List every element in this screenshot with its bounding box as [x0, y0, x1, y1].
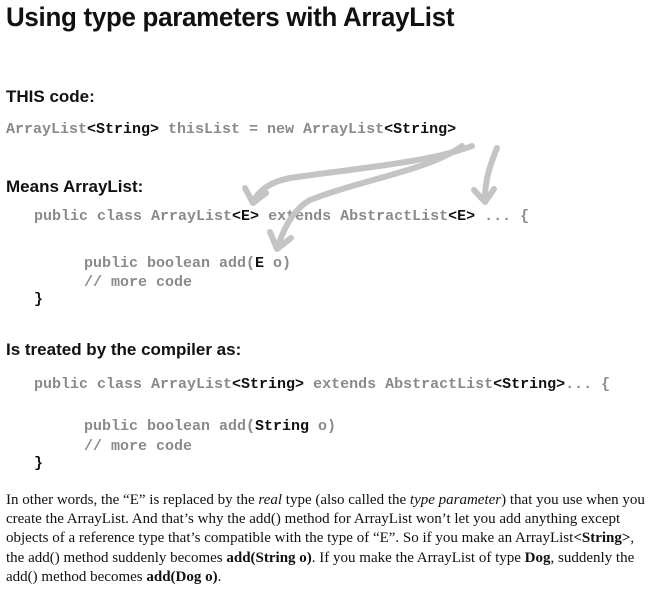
generic-add-method: public boolean add(E o) [84, 255, 291, 272]
code-fragment: o) [264, 255, 292, 272]
arrow-head [471, 186, 497, 205]
code-fragment: public class ArrayList [34, 208, 233, 225]
means-arraylist-heading: Means ArrayList: [6, 177, 144, 196]
prose-text: . If you make the ArrayList of type [311, 549, 525, 566]
code-fragment: thisList = new ArrayList [159, 121, 385, 138]
code-fragment: public boolean add( [84, 418, 256, 435]
arrow-to-class-param [251, 143, 475, 203]
prose-text: type (also called the [282, 492, 410, 508]
prose-bold: Dog [524, 549, 551, 566]
concrete-class-declaration: public class ArrayList<String> extends A… [34, 376, 610, 393]
prose-text: , the add() method suddenly becomes [6, 530, 635, 566]
prose-text: ) that you use when you create the Array… [6, 492, 645, 547]
code-fragment: o) [309, 418, 337, 435]
code-comment: // more code [84, 274, 193, 291]
prose-italic: real [258, 492, 283, 508]
arrow-head [242, 185, 269, 206]
code-type-param: <String> [87, 121, 160, 138]
closing-brace: } [34, 291, 44, 308]
code-fragment: ... { [565, 376, 611, 393]
prose-bold: add(Dog o) [146, 568, 218, 585]
compiler-heading: Is treated by the compiler as: [6, 340, 242, 359]
concrete-add-method: public boolean add(String o) [84, 418, 336, 435]
this-code-heading: THIS code: [6, 87, 95, 106]
code-type-param: <String> [384, 121, 457, 138]
prose-text: . [217, 568, 222, 585]
code-fragment: ArrayList [6, 121, 88, 138]
code-fragment: public boolean add( [84, 255, 256, 272]
code-type-param: <E> [448, 208, 476, 225]
prose-text: , suddenly the add() method becomes [6, 549, 635, 585]
code-type-param: <E> [232, 208, 260, 225]
code-fragment: public class ArrayList [34, 376, 233, 393]
code-comment: // more code [84, 438, 193, 455]
code-fragment: extends AbstractList [259, 208, 449, 225]
prose-text: In other words, the “E” is replaced by t… [6, 492, 259, 508]
code-type-param: <String> [232, 376, 305, 393]
code-type-param: <String> [493, 376, 566, 393]
code-type-param: String [255, 418, 310, 435]
code-fragment: ... { [475, 208, 530, 225]
generic-class-declaration: public class ArrayList<E> extends Abstra… [34, 208, 529, 225]
arrow-to-super-param [482, 145, 500, 201]
prose-bold: add(String o) [226, 549, 312, 566]
explanation-paragraph: In other words, the “E” is replaced by t… [6, 491, 656, 587]
prose-italic: type parameter [409, 492, 502, 508]
prose-bold: <String> [573, 530, 631, 547]
arrow-head [267, 229, 294, 252]
closing-brace: } [34, 455, 44, 472]
code-type-param: E [255, 255, 265, 272]
page-title: Using type parameters with ArrayList [6, 2, 455, 32]
declaration-code-line: ArrayList<String> thisList = new ArrayLi… [6, 121, 456, 138]
code-fragment: extends AbstractList [304, 376, 494, 393]
arrow-to-method-param [275, 143, 465, 249]
